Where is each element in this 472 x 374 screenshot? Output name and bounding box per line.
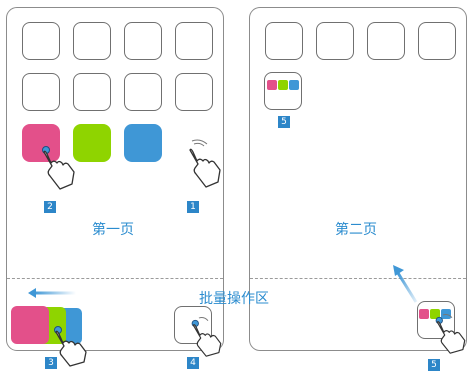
step-badge: 4 [187,357,199,369]
app-tile[interactable] [316,22,354,60]
grouped-apps-tile[interactable] [264,72,302,110]
batch-area-divider [7,278,223,279]
batch-area-divider [250,278,466,279]
step-badge: 5 [278,116,290,128]
app-tile[interactable] [367,22,405,60]
app-tile[interactable] [418,22,456,60]
app-tile[interactable] [175,22,213,60]
app-tile[interactable] [22,22,60,60]
app-tile-blue[interactable] [124,124,162,162]
mini-tile-green [278,80,288,90]
hand-tap-hold-icon [42,146,75,190]
stacked-tile-pink[interactable] [11,306,49,344]
app-tile-pink[interactable] [22,124,60,162]
hand-tap-icon [189,139,221,188]
hand-drag-icon [54,326,87,367]
phone-page-two [249,7,467,351]
page-two-label: 第二页 [335,222,377,238]
app-tile[interactable] [22,73,60,111]
hand-tap-icon [435,314,466,354]
hand-tap-icon [191,317,222,357]
mini-tile-green [430,309,440,319]
app-tile[interactable] [73,73,111,111]
mini-tile-blue [289,80,299,90]
drag-up-arrow-icon [393,265,418,303]
app-tile[interactable] [124,22,162,60]
step-badge: 1 [187,201,199,213]
app-tile-green[interactable] [73,124,111,162]
batch-area-label: 批量操作区 [199,291,269,307]
drag-left-arrow-icon [28,288,76,298]
app-tile[interactable] [124,73,162,111]
app-tile[interactable] [73,22,111,60]
page-one-label: 第一页 [92,222,134,238]
step-badge: 3 [45,357,57,369]
mini-tile-blue [441,309,451,319]
step-badge: 2 [44,201,56,213]
step-badge: 5 [428,359,440,371]
mini-tile-pink [267,80,277,90]
app-tile[interactable] [265,22,303,60]
mini-tile-pink [419,309,429,319]
app-tile[interactable] [175,73,213,111]
